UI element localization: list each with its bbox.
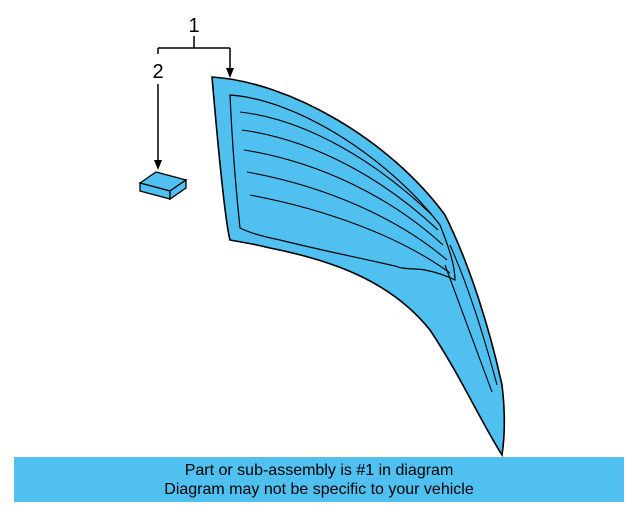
banner-line-1: Part or sub-assembly is #1 in diagram	[184, 461, 454, 479]
callout-1-leader	[157, 36, 231, 70]
disclaimer-banner: Part or sub-assembly is #1 in diagram Di…	[14, 457, 624, 502]
banner-line-2: Diagram may not be specific to your vehi…	[164, 480, 474, 498]
back-glass-icon	[211, 76, 506, 458]
callout-2: 2	[152, 61, 163, 83]
callout-1: 1	[188, 15, 199, 37]
callout-2-arrow	[154, 160, 162, 170]
callout-1-arrow	[226, 68, 234, 78]
clip-block-icon	[138, 171, 188, 201]
